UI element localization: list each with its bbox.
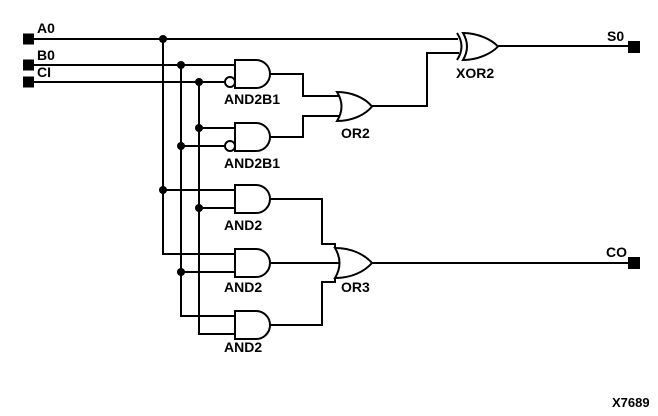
wire-and2-3-to-or3 [270,278,336,326]
gate-label-and2-3: AND2 [224,339,262,355]
gate-label-and2-1: AND2 [224,217,262,233]
gate-label-and2-2: AND2 [224,279,262,295]
input-pin-ci [23,76,34,88]
wire-and2-1-to-or3 [270,198,336,248]
junction-dot-a0-2 [159,186,167,194]
junction-dot-b0-1 [177,61,185,69]
input-label-ci: CI [37,64,51,80]
junction-dot-ci-2 [195,124,203,132]
junction-dots [159,35,203,276]
wire-and2b1-2-to-or2 [270,115,341,138]
gate-label-or3: OR3 [341,279,370,295]
gate-symbols [224,31,500,340]
junction-dot-b0-3 [177,268,185,276]
input-pin-a0 [23,33,34,45]
and2-gate-1 [234,184,271,214]
input-label-b0: B0 [37,47,55,63]
terminal-pins [23,33,640,269]
and2b1-gate-1-inverter-bubble [224,76,236,88]
output-pin-co [628,257,640,269]
and2-gate-3 [234,310,271,340]
xor2-gate-input-arc [456,32,463,61]
gate-label-and2b1-2: AND2B1 [224,155,280,171]
junction-dot-ci-3 [195,204,203,212]
gate-label-xor2: XOR2 [456,65,494,81]
and2b1-gate-1 [234,59,271,89]
xor2-gate [461,31,500,62]
or2-gate [335,90,374,123]
junction-dot-b0-2 [177,142,185,150]
wire-a0-rail [162,39,235,255]
and2b1-gate-2-inverter-bubble [224,140,236,152]
or3-gate [333,246,374,280]
input-label-a0: A0 [37,20,55,36]
and2b1-gate-2 [234,122,271,152]
figure-id-label: X7689 [612,395,650,410]
gate-label-and2b1-1: AND2B1 [224,91,280,107]
wires [34,38,629,335]
output-pin-s0 [628,41,640,53]
wire-or2-to-xor2 [372,52,459,107]
gate-label-or2: OR2 [341,125,370,141]
junction-dot-ci-1 [195,78,203,86]
wire-and2b1-1-to-or2 [270,73,341,97]
output-label-s0: S0 [607,28,624,44]
output-label-co: CO [606,244,627,260]
junction-dot-a0-1 [159,35,167,43]
and2-gate-2 [234,248,271,278]
input-pin-b0 [23,59,34,71]
labels: A0 B0 CI AND2B1 AND2B1 OR2 XOR2 AND2 AND… [37,20,650,410]
wire-ci-rail [198,82,235,335]
